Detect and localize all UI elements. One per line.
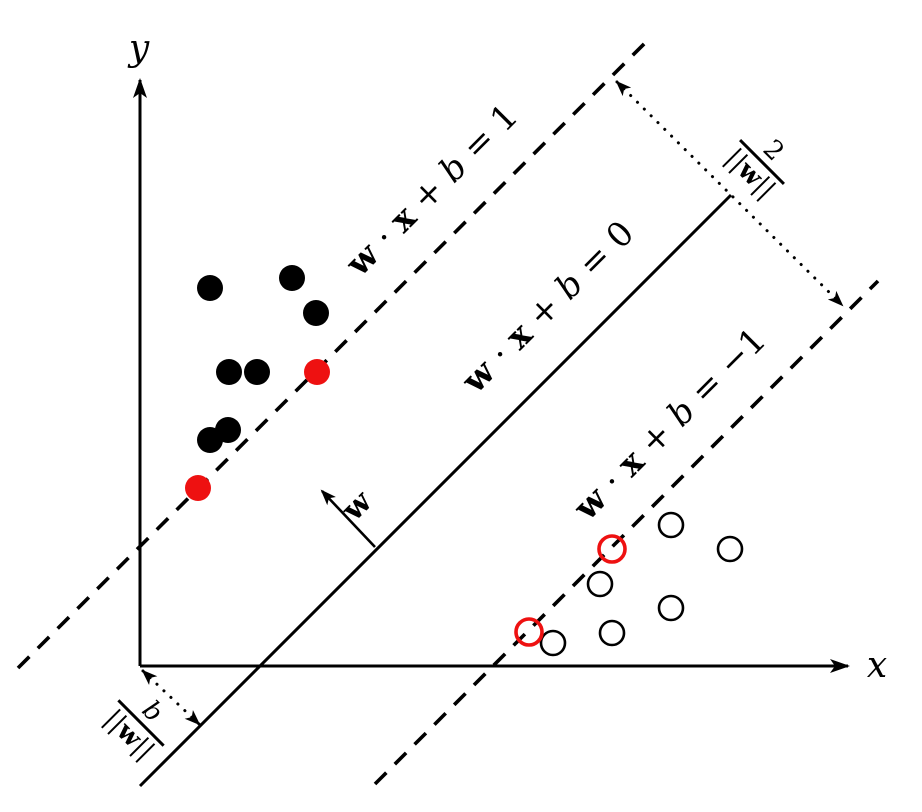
positive-sample-dot	[197, 275, 223, 301]
negative-sample-circle	[586, 570, 614, 598]
x-axis-label: x	[867, 645, 887, 686]
negative-sample-circle	[539, 629, 567, 657]
y-axis-label: y	[127, 28, 150, 69]
margin-width-fraction-bar	[739, 139, 785, 185]
positive-sample-dot	[244, 359, 270, 385]
bias-offset-arrow	[141, 669, 201, 726]
positive-sample-dot	[279, 265, 305, 291]
support-vector-positive-dot	[185, 475, 211, 501]
negative-sample-circle	[657, 594, 685, 622]
axes-layer	[133, 78, 850, 673]
decision-boundary-line	[138, 193, 733, 788]
support-vector-positive-dot	[304, 359, 330, 385]
bias-offset-fraction-bar	[117, 699, 165, 747]
margin-width-arrow	[615, 80, 844, 307]
negative-sample-circle	[657, 511, 685, 539]
data-points-layer	[185, 265, 744, 657]
measure-arrows-layer	[141, 80, 844, 726]
labels-layer: w · x + b = 1w · x + b = 0w · x + b = −1…	[98, 28, 887, 766]
decision-boundary-equation-label: w · x + b = 0	[454, 213, 643, 402]
margin-minus-line	[373, 279, 880, 786]
positive-sample-dot	[216, 359, 242, 385]
weight-vector-label: w	[334, 483, 380, 529]
positive-sample-dot	[303, 300, 329, 326]
margin-width-fraction: 2||w||	[719, 134, 790, 205]
support-vector-negative-circle	[514, 617, 544, 647]
positive-sample-dot	[197, 427, 223, 453]
margin-minus-equation-label: w · x + b = −1	[566, 320, 775, 529]
support-vector-negative-circle	[597, 534, 627, 564]
weight-vector-arrow	[320, 489, 376, 548]
margin-plus-line	[16, 39, 649, 670]
negative-sample-circle	[598, 619, 626, 647]
negative-sample-circle	[716, 535, 744, 563]
